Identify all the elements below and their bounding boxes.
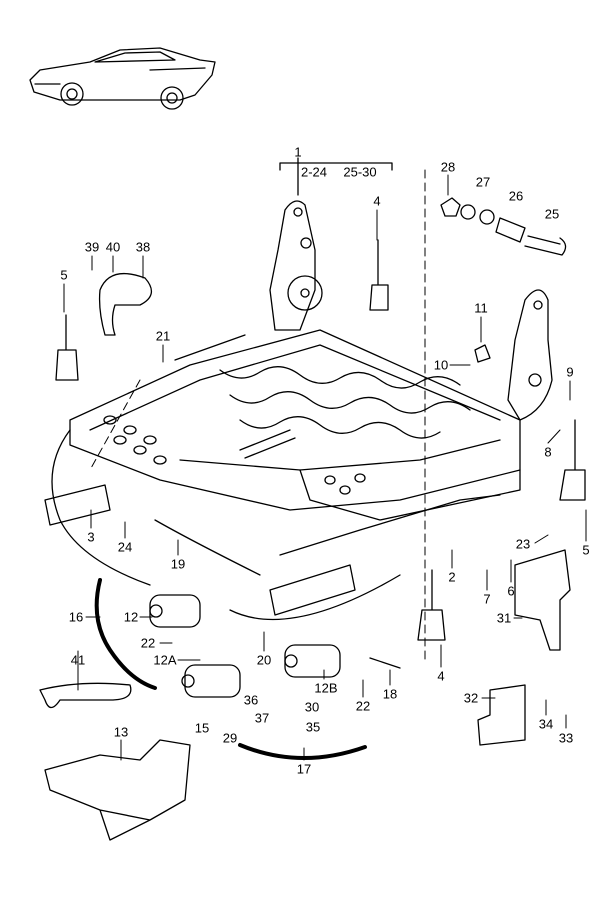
callout-29: 29 bbox=[222, 730, 238, 746]
seat-frame bbox=[69, 329, 521, 521]
height-adjuster-parts bbox=[55, 239, 586, 641]
callout-33: 33 bbox=[558, 730, 574, 746]
lever-38 bbox=[98, 272, 152, 336]
bracket-32 bbox=[477, 684, 526, 746]
callout-39: 39 bbox=[84, 239, 100, 255]
callout-37: 37 bbox=[254, 710, 270, 726]
callout-25: 25 bbox=[544, 206, 560, 222]
callout-40: 40 bbox=[105, 239, 121, 255]
callout-35: 35 bbox=[305, 719, 321, 735]
callout-3: 3 bbox=[87, 529, 95, 545]
callout-12A: 12A bbox=[153, 652, 177, 668]
callout-12B: 12B bbox=[314, 680, 338, 696]
callout-22-left: 22 bbox=[140, 635, 156, 651]
bracket-13 bbox=[44, 739, 191, 841]
callout-12: 12 bbox=[123, 609, 139, 625]
callout-15: 15 bbox=[194, 720, 210, 736]
callout-30: 30 bbox=[304, 699, 320, 715]
callout-6: 6 bbox=[507, 583, 515, 599]
hardware-25-30 bbox=[440, 197, 567, 363]
cables bbox=[51, 334, 401, 760]
callout-34: 34 bbox=[538, 716, 554, 732]
callout-8: 8 bbox=[544, 444, 552, 460]
callout-11: 11 bbox=[474, 300, 488, 316]
callout-5-right: 5 bbox=[582, 542, 590, 558]
callout-2: 2 bbox=[448, 569, 456, 585]
callout-38: 38 bbox=[135, 239, 151, 255]
callout-21: 21 bbox=[155, 328, 171, 344]
callout-range-25-30: 25-30 bbox=[343, 164, 377, 180]
seat-rails bbox=[44, 484, 356, 616]
callout-13: 13 bbox=[113, 724, 129, 740]
callout-41: 41 bbox=[70, 652, 86, 668]
callout-4-top: 4 bbox=[373, 193, 381, 209]
callout-31: 31 bbox=[496, 610, 512, 626]
cover-41 bbox=[39, 682, 132, 709]
callout-range-2-24: 2-24 bbox=[300, 164, 328, 180]
callout-32: 32 bbox=[463, 690, 479, 706]
callout-23: 23 bbox=[515, 536, 531, 552]
motors bbox=[149, 594, 341, 698]
car-thumbnail-icon bbox=[29, 47, 216, 110]
callout-10: 10 bbox=[433, 357, 449, 373]
callout-28: 28 bbox=[440, 159, 456, 175]
callout-19: 19 bbox=[170, 556, 186, 572]
callout-17: 17 bbox=[296, 761, 312, 777]
callout-24: 24 bbox=[117, 539, 133, 555]
bracket-31 bbox=[514, 549, 571, 651]
callout-7: 7 bbox=[483, 591, 491, 607]
callout-16: 16 bbox=[68, 609, 84, 625]
backrest-hinge-left bbox=[269, 200, 323, 331]
callout-9: 9 bbox=[566, 364, 574, 380]
callout-22-right: 22 bbox=[355, 698, 371, 714]
callout-1: 1 bbox=[294, 144, 302, 160]
callout-36: 36 bbox=[243, 692, 259, 708]
callout-26: 26 bbox=[508, 188, 524, 204]
callout-5-left: 5 bbox=[60, 267, 68, 283]
callout-4-bottom: 4 bbox=[437, 668, 445, 684]
backrest-hinge-right bbox=[507, 289, 553, 421]
callout-20: 20 bbox=[256, 652, 272, 668]
callout-18: 18 bbox=[382, 686, 398, 702]
callout-27: 27 bbox=[475, 174, 491, 190]
leader-lines bbox=[63, 169, 587, 761]
